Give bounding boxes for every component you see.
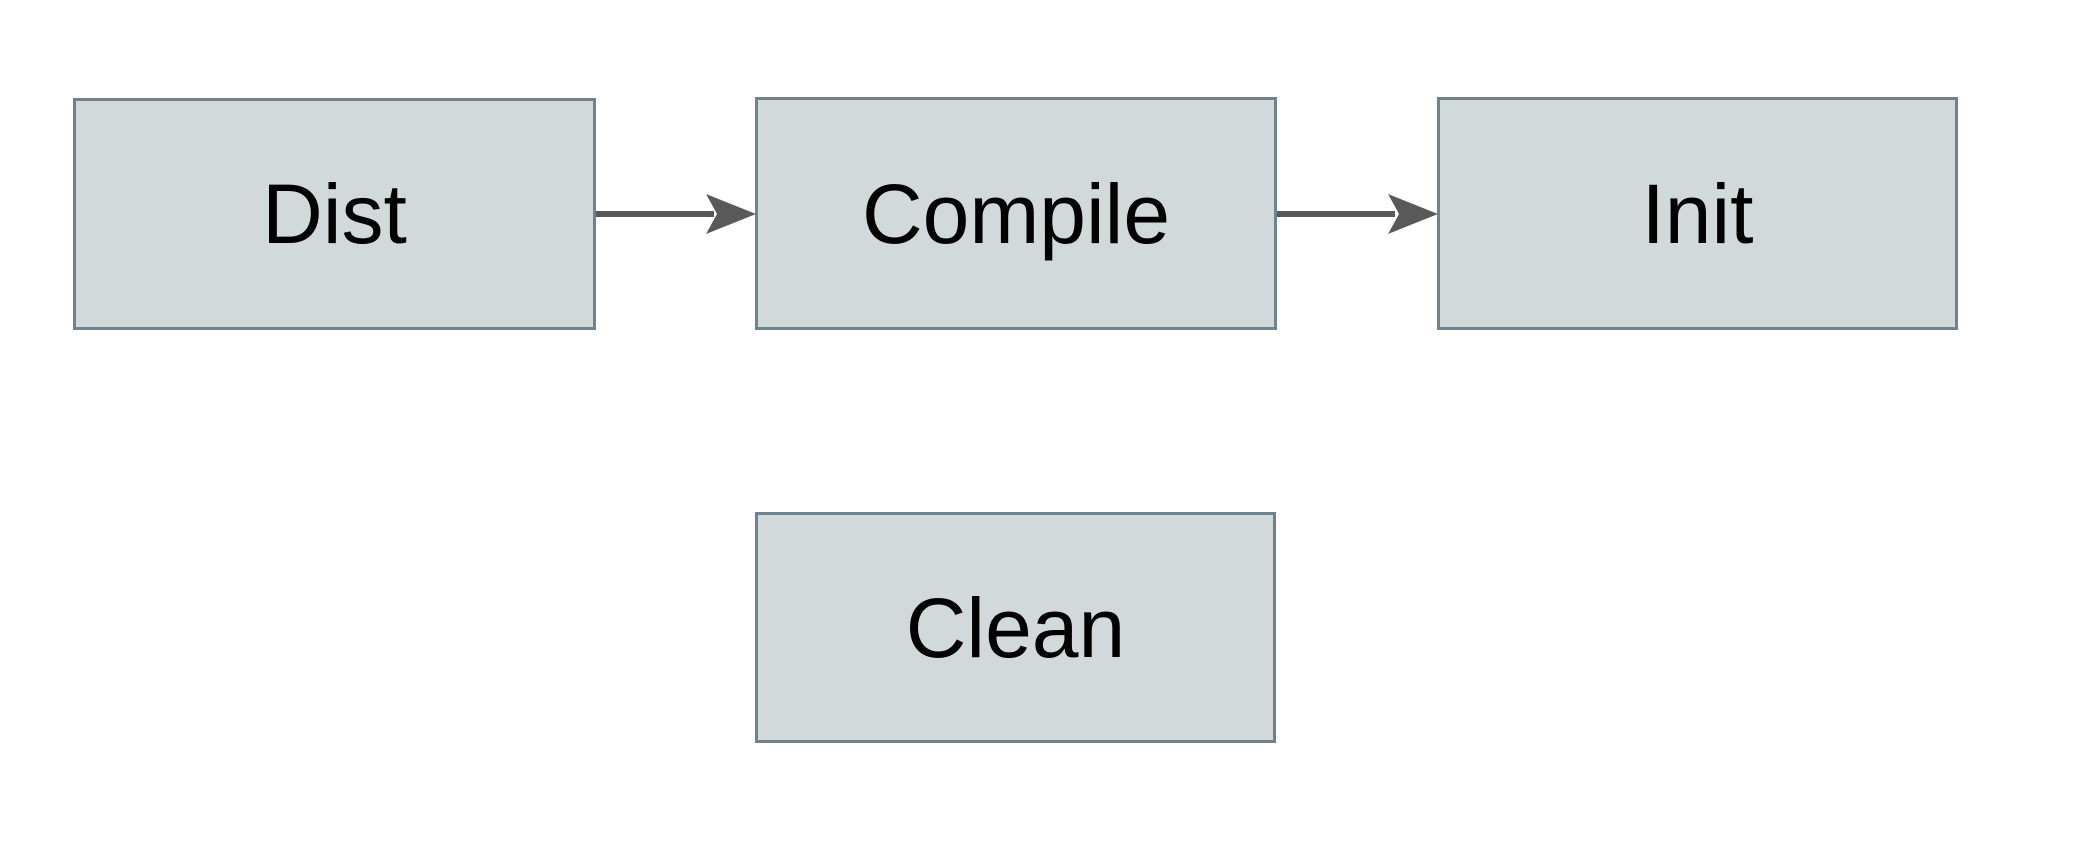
node-init[interactable]: Init: [1437, 97, 1958, 330]
node-dist[interactable]: Dist: [73, 98, 596, 330]
node-clean-label: Clean: [905, 580, 1126, 675]
node-compile[interactable]: Compile: [755, 97, 1277, 330]
node-clean[interactable]: Clean: [755, 512, 1276, 743]
edge-dist-compile-arrow-icon: [596, 194, 756, 234]
edge-compile-init-arrow-icon: [1277, 194, 1438, 234]
node-compile-label: Compile: [861, 166, 1171, 261]
node-dist-label: Dist: [262, 167, 407, 261]
node-init-label: Init: [1641, 166, 1754, 261]
